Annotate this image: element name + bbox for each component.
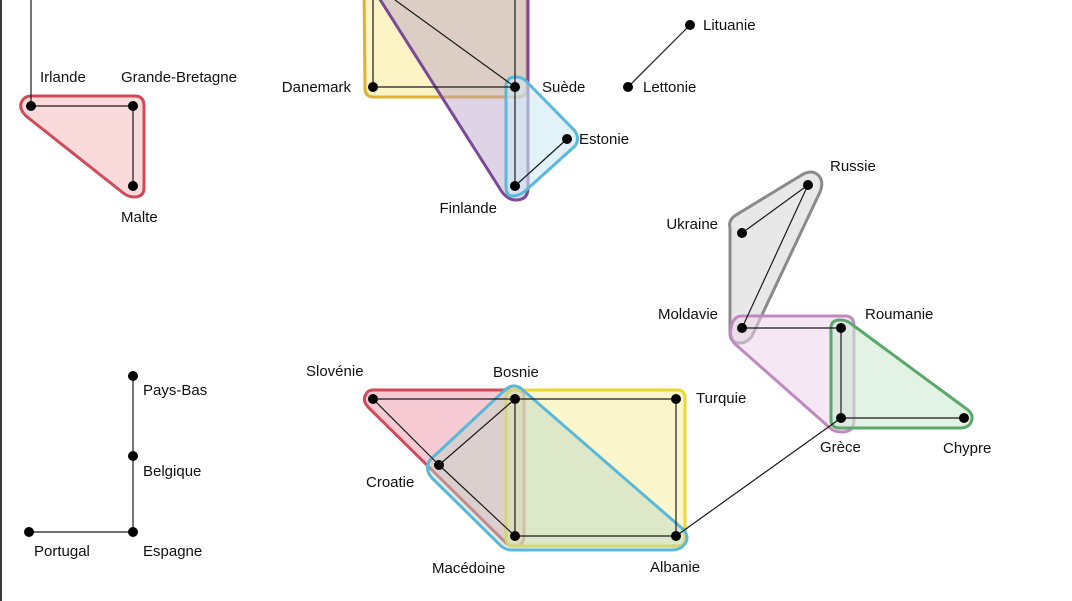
node-danemark[interactable] xyxy=(368,82,378,92)
node-finlande[interactable] xyxy=(510,181,520,191)
group-hull-green-east xyxy=(829,318,974,430)
node-estonie[interactable] xyxy=(562,134,572,144)
edges xyxy=(29,0,964,537)
node-label-moldavie: Moldavie xyxy=(658,306,718,323)
node-label-macedoine: Macédoine xyxy=(432,560,505,577)
edge-slovenie-croatie xyxy=(372,398,440,466)
node-grande-bretagne[interactable] xyxy=(128,101,138,111)
node-portugal[interactable] xyxy=(24,527,34,537)
edge-croatie-bosnie xyxy=(438,398,516,466)
node-malte[interactable] xyxy=(128,181,138,191)
node-label-lituanie: Lituanie xyxy=(703,17,756,34)
node-label-finlande: Finlande xyxy=(439,200,497,217)
node-label-roumanie: Roumanie xyxy=(865,306,933,323)
node-belgique[interactable] xyxy=(128,451,138,461)
left-frame-border xyxy=(0,0,2,601)
node-label-albanie: Albanie xyxy=(650,559,700,576)
node-moldavie[interactable] xyxy=(737,323,747,333)
group-hull-pink-east xyxy=(729,314,856,434)
edge-grece-albanie xyxy=(675,417,842,537)
nodes xyxy=(24,20,969,541)
node-label-slovenie: Slovénie xyxy=(306,363,364,380)
node-croatie[interactable] xyxy=(434,460,444,470)
edge-russie-moldavie xyxy=(741,184,809,329)
node-lettonie[interactable] xyxy=(623,82,633,92)
node-label-suede: Suède xyxy=(542,79,585,96)
node-label-pays-bas: Pays-Bas xyxy=(143,382,207,399)
node-label-bosnie: Bosnie xyxy=(493,364,539,381)
node-label-irlande: Irlande xyxy=(40,69,86,86)
node-label-grande-bretagne: Grande-Bretagne xyxy=(121,69,237,86)
edge-lettonie-lituanie xyxy=(627,24,691,88)
node-suede[interactable] xyxy=(510,82,520,92)
node-slovenie[interactable] xyxy=(368,394,378,404)
node-ukraine[interactable] xyxy=(737,228,747,238)
node-label-turquie: Turquie xyxy=(696,390,746,407)
node-label-lettonie: Lettonie xyxy=(643,79,696,96)
edge-finlande-estonie xyxy=(514,138,568,187)
node-chypre[interactable] xyxy=(959,413,969,423)
node-label-malte: Malte xyxy=(121,209,158,226)
node-label-espagne: Espagne xyxy=(143,543,202,560)
group-hull-red-west xyxy=(19,94,146,199)
node-espagne[interactable] xyxy=(128,527,138,537)
node-bosnie[interactable] xyxy=(510,394,520,404)
node-label-danemark: Danemark xyxy=(282,79,352,96)
edge-croatie-macedoine xyxy=(438,464,516,537)
node-label-grece: Grèce xyxy=(820,439,861,456)
node-roumanie[interactable] xyxy=(836,323,846,333)
node-label-chypre: Chypre xyxy=(943,440,991,457)
node-turquie[interactable] xyxy=(671,394,681,404)
edge-offscreen xyxy=(394,0,516,88)
node-irlande[interactable] xyxy=(26,101,36,111)
node-label-estonie: Estonie xyxy=(579,131,629,148)
node-russie[interactable] xyxy=(803,180,813,190)
node-label-portugal: Portugal xyxy=(34,543,90,560)
edge-ukraine-russie xyxy=(741,184,809,234)
node-lituanie[interactable] xyxy=(685,20,695,30)
node-pays-bas[interactable] xyxy=(128,371,138,381)
group-hulls xyxy=(19,0,974,552)
node-macedoine[interactable] xyxy=(510,531,520,541)
group-hull-blue-balkan xyxy=(425,384,689,552)
group-hull-yellow-balkan xyxy=(504,388,687,548)
node-label-croatie: Croatie xyxy=(366,474,414,491)
node-label-russie: Russie xyxy=(830,158,876,175)
node-grece[interactable] xyxy=(836,413,846,423)
node-label-belgique: Belgique xyxy=(143,463,201,480)
node-label-ukraine: Ukraine xyxy=(666,216,718,233)
node-albanie[interactable] xyxy=(671,531,681,541)
